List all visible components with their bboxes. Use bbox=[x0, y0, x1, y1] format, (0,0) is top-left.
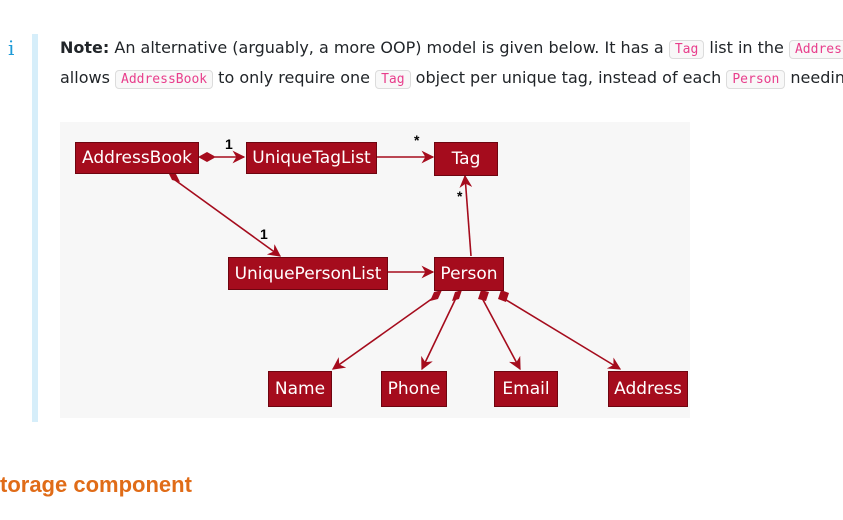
multiplicity-label: * bbox=[457, 188, 463, 204]
person-address-link bbox=[502, 297, 622, 370]
email-class-box: Email bbox=[494, 371, 558, 407]
note-text-segment: to only require one bbox=[213, 68, 376, 87]
inline-code-addressbook: AddressBook bbox=[788, 40, 843, 59]
info-icon: i bbox=[8, 36, 15, 60]
addressbook-class-box: AddressBook bbox=[75, 142, 199, 174]
person-name-link bbox=[331, 297, 434, 370]
inline-code-addressbook: AddressBook bbox=[115, 70, 214, 89]
note-text-segment: object per unique tag, instead of each bbox=[410, 68, 727, 87]
note-line-1: Note: An alternative (arguably, a more O… bbox=[60, 34, 843, 64]
note-text-segment: list in the bbox=[704, 38, 789, 57]
uniquepersonlist-class-box: UniquePersonList bbox=[228, 257, 388, 290]
composition-diamond bbox=[452, 290, 462, 301]
tag-class-box: Tag bbox=[434, 142, 498, 176]
composition-diamond bbox=[498, 290, 509, 302]
section-heading: torage component bbox=[0, 472, 192, 497]
note-text-segment: allows bbox=[60, 68, 115, 87]
person-tag-link bbox=[459, 174, 473, 257]
person-phone-link bbox=[421, 297, 457, 371]
inline-code-tag: Tag bbox=[375, 70, 411, 89]
note-sidebar-bar bbox=[32, 34, 38, 422]
inline-code-tag: Tag bbox=[668, 40, 705, 59]
inline-code-person: Person bbox=[726, 70, 786, 89]
address-class-box: Address bbox=[608, 371, 688, 407]
ab-personlist-link bbox=[174, 179, 282, 257]
name-class-box: Name bbox=[268, 371, 332, 407]
person-email-link bbox=[481, 297, 521, 371]
note-text-segment: needing bbox=[790, 68, 843, 87]
note-text: Note: An alternative (arguably, a more O… bbox=[60, 34, 843, 94]
multiplicity-label: * bbox=[414, 132, 420, 148]
note-line-2: allows AddressBook to only require one T… bbox=[60, 64, 843, 94]
note-label: Note: bbox=[60, 38, 110, 57]
uniquetaglist-class-box: UniqueTagList bbox=[246, 142, 377, 174]
composition-diamond bbox=[478, 290, 489, 301]
note-text-segment: An alternative (arguably, a more OOP) mo… bbox=[109, 38, 669, 57]
person-class-box: Person bbox=[434, 257, 504, 291]
phone-class-box: Phone bbox=[381, 371, 447, 407]
composition-diamond bbox=[168, 172, 180, 182]
composition-diamond bbox=[198, 152, 216, 162]
multiplicity-label: 1 bbox=[225, 136, 233, 152]
composition-diamond bbox=[430, 290, 442, 301]
multiplicity-label: 1 bbox=[260, 226, 268, 242]
